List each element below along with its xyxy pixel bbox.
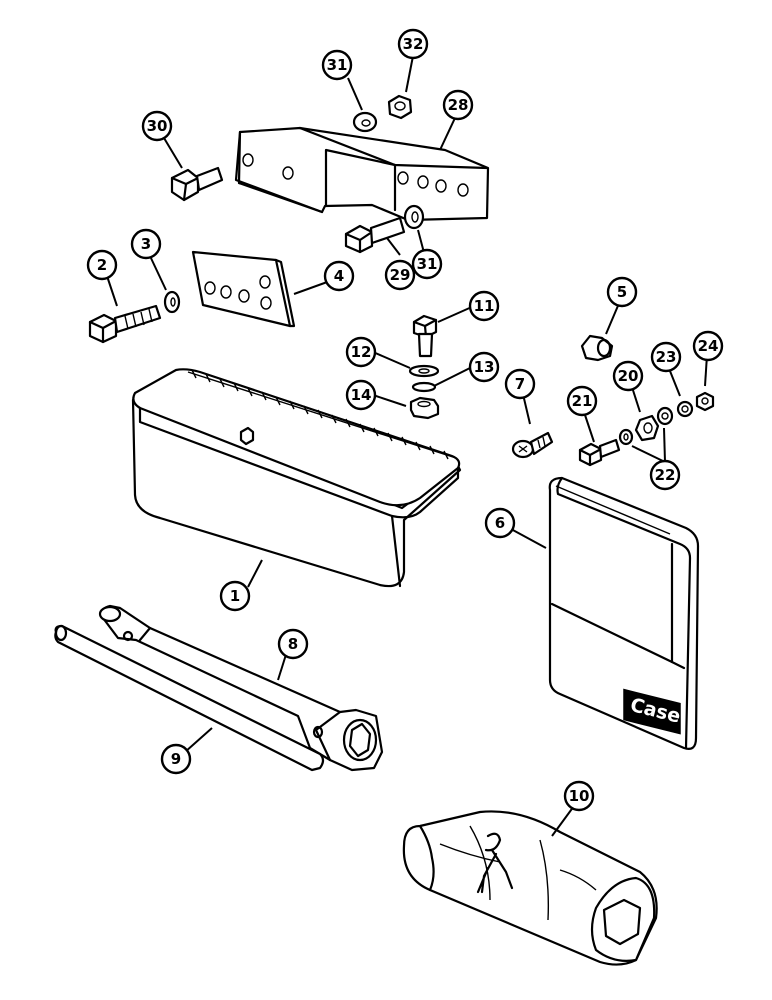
part-bolt-30 [170, 166, 224, 202]
svg-text:24: 24 [698, 337, 719, 355]
part-bolt-11 [412, 314, 438, 358]
part-nut-24 [695, 391, 715, 412]
callout-9: 9 [160, 743, 192, 775]
svg-text:10: 10 [569, 787, 590, 805]
part-lock-washer-23 [676, 400, 694, 418]
part-washer-22a [618, 428, 634, 446]
callout-14: 14 [345, 379, 377, 411]
part-lock-washer-31-bottom [403, 204, 425, 230]
svg-text:1: 1 [230, 587, 240, 605]
part-bolt-29 [344, 216, 406, 254]
svg-text:8: 8 [288, 635, 298, 653]
part-long-bolt-2 [88, 304, 162, 344]
svg-text:12: 12 [351, 343, 372, 361]
part-washer-3 [163, 290, 181, 314]
callout-6: 6 [484, 507, 516, 539]
callout-20: 20 [612, 360, 644, 392]
part-screw-7 [511, 431, 554, 459]
part-tool-roll-10 [402, 810, 658, 966]
callout-29: 29 [384, 259, 416, 291]
callout-32: 32 [397, 28, 429, 60]
callout-21: 21 [566, 385, 598, 417]
svg-text:23: 23 [656, 348, 677, 366]
svg-text:7: 7 [515, 375, 525, 393]
svg-text:11: 11 [474, 297, 495, 315]
svg-text:32: 32 [403, 35, 424, 53]
callout-31-top: 31 [321, 49, 353, 81]
callout-7: 7 [504, 368, 536, 400]
callout-1: 1 [219, 580, 251, 612]
svg-text:13: 13 [474, 358, 495, 376]
part-nut-32 [387, 94, 413, 120]
svg-text:4: 4 [334, 267, 344, 285]
callout-3: 3 [130, 228, 162, 260]
part-tool-box-1 [131, 368, 462, 588]
callout-23: 23 [650, 341, 682, 373]
part-tommy-bar-9 [54, 624, 325, 772]
svg-text:14: 14 [351, 386, 372, 404]
part-operator-manual-6 [548, 476, 700, 750]
svg-text:5: 5 [617, 283, 627, 301]
part-lock-washer-31-top [352, 111, 378, 133]
callout-13: 13 [468, 351, 500, 383]
svg-text:3: 3 [141, 235, 151, 253]
svg-text:31: 31 [417, 255, 438, 273]
callout-28: 28 [442, 89, 474, 121]
svg-text:21: 21 [572, 392, 593, 410]
part-bolt-21 [578, 438, 621, 467]
callout-5: 5 [606, 276, 638, 308]
part-plate-4 [191, 250, 296, 328]
callout-11: 11 [468, 290, 500, 322]
part-spacer-20 [634, 414, 660, 442]
callout-10: 10 [563, 780, 595, 812]
callout-31-bottom: 31 [411, 248, 443, 280]
svg-text:30: 30 [147, 117, 168, 135]
callout-30: 30 [141, 110, 173, 142]
part-mounting-bracket [234, 126, 490, 222]
part-lock-washer-13 [411, 381, 437, 393]
part-washer-22b [656, 406, 674, 426]
callout-12: 12 [345, 336, 377, 368]
svg-text:31: 31 [327, 56, 348, 74]
part-nut-14 [409, 396, 440, 420]
callout-4: 4 [323, 260, 355, 292]
part-wheel-wrench-8 [98, 604, 384, 772]
callout-22: 22 [649, 459, 681, 491]
case-logo [623, 688, 681, 735]
callout-24: 24 [692, 330, 724, 362]
svg-text:6: 6 [495, 514, 505, 532]
callout-8: 8 [277, 628, 309, 660]
svg-text:29: 29 [390, 266, 411, 284]
callout-2: 2 [86, 249, 118, 281]
svg-text:28: 28 [448, 96, 469, 114]
part-knob-5 [580, 334, 614, 362]
svg-text:20: 20 [618, 367, 639, 385]
svg-text:9: 9 [171, 750, 181, 768]
svg-text:22: 22 [655, 466, 676, 484]
svg-text:2: 2 [97, 256, 107, 274]
leader-lines [106, 55, 708, 837]
part-flat-washer-12 [408, 364, 440, 378]
